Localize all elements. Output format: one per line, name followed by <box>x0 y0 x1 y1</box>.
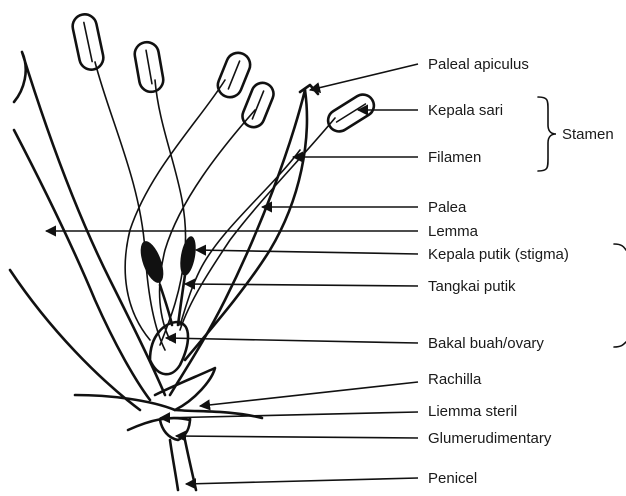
filament-6 <box>180 150 300 325</box>
stigma-left <box>136 238 168 286</box>
leader-lines <box>46 64 418 484</box>
ovary <box>150 322 188 374</box>
label-rachilla: Rachilla <box>428 371 482 388</box>
label-kepala-putik: Kepala putik (stigma) <box>428 246 569 263</box>
label-liemma-steril: Liemma steril <box>428 403 517 420</box>
style <box>160 275 185 325</box>
filament-1 <box>95 62 165 350</box>
label-bakal-buah: Bakal buah/ovary <box>428 335 544 352</box>
anther-4 <box>239 80 277 131</box>
label-stamen: Stamen <box>562 126 614 143</box>
arrow-glumerudimentary <box>176 436 418 438</box>
pedicel <box>170 440 196 490</box>
flower-drawing <box>10 12 378 490</box>
anther-5 <box>324 90 378 135</box>
lemma-far-edge <box>10 270 140 410</box>
label-paleal-apiculus: Paleal apiculus <box>428 56 529 73</box>
arrow-tangkai-putik <box>185 284 418 286</box>
arrow-liemma-steril <box>160 412 418 418</box>
anther-1 <box>70 12 105 72</box>
label-penicel: Penicel <box>428 470 477 487</box>
right-brace-partial <box>614 244 626 347</box>
label-glumerudimentary: Glumerudimentary <box>428 430 552 447</box>
palea-outer-edge <box>185 90 307 360</box>
anther-3 <box>214 49 253 101</box>
stigma-right <box>178 235 199 277</box>
arrow-penicel <box>186 478 418 484</box>
arrow-paleal-apiculus <box>310 64 418 90</box>
anther-2 <box>133 40 165 93</box>
stamen-brace <box>538 97 556 171</box>
label-filamen: Filamen <box>428 149 481 166</box>
label-lemma: Lemma <box>428 223 479 240</box>
label-palea: Palea <box>428 199 467 216</box>
label-kepala-sari: Kepala sari <box>428 102 503 119</box>
arrow-rachilla <box>200 382 418 406</box>
filament-5 <box>180 118 335 330</box>
labels: Paleal apiculus Kepala sari Stamen Filam… <box>428 56 614 487</box>
sterile-lemma <box>75 395 262 418</box>
arrow-kepala-putik <box>196 250 418 254</box>
label-tangkai-putik: Tangkai putik <box>428 278 516 295</box>
